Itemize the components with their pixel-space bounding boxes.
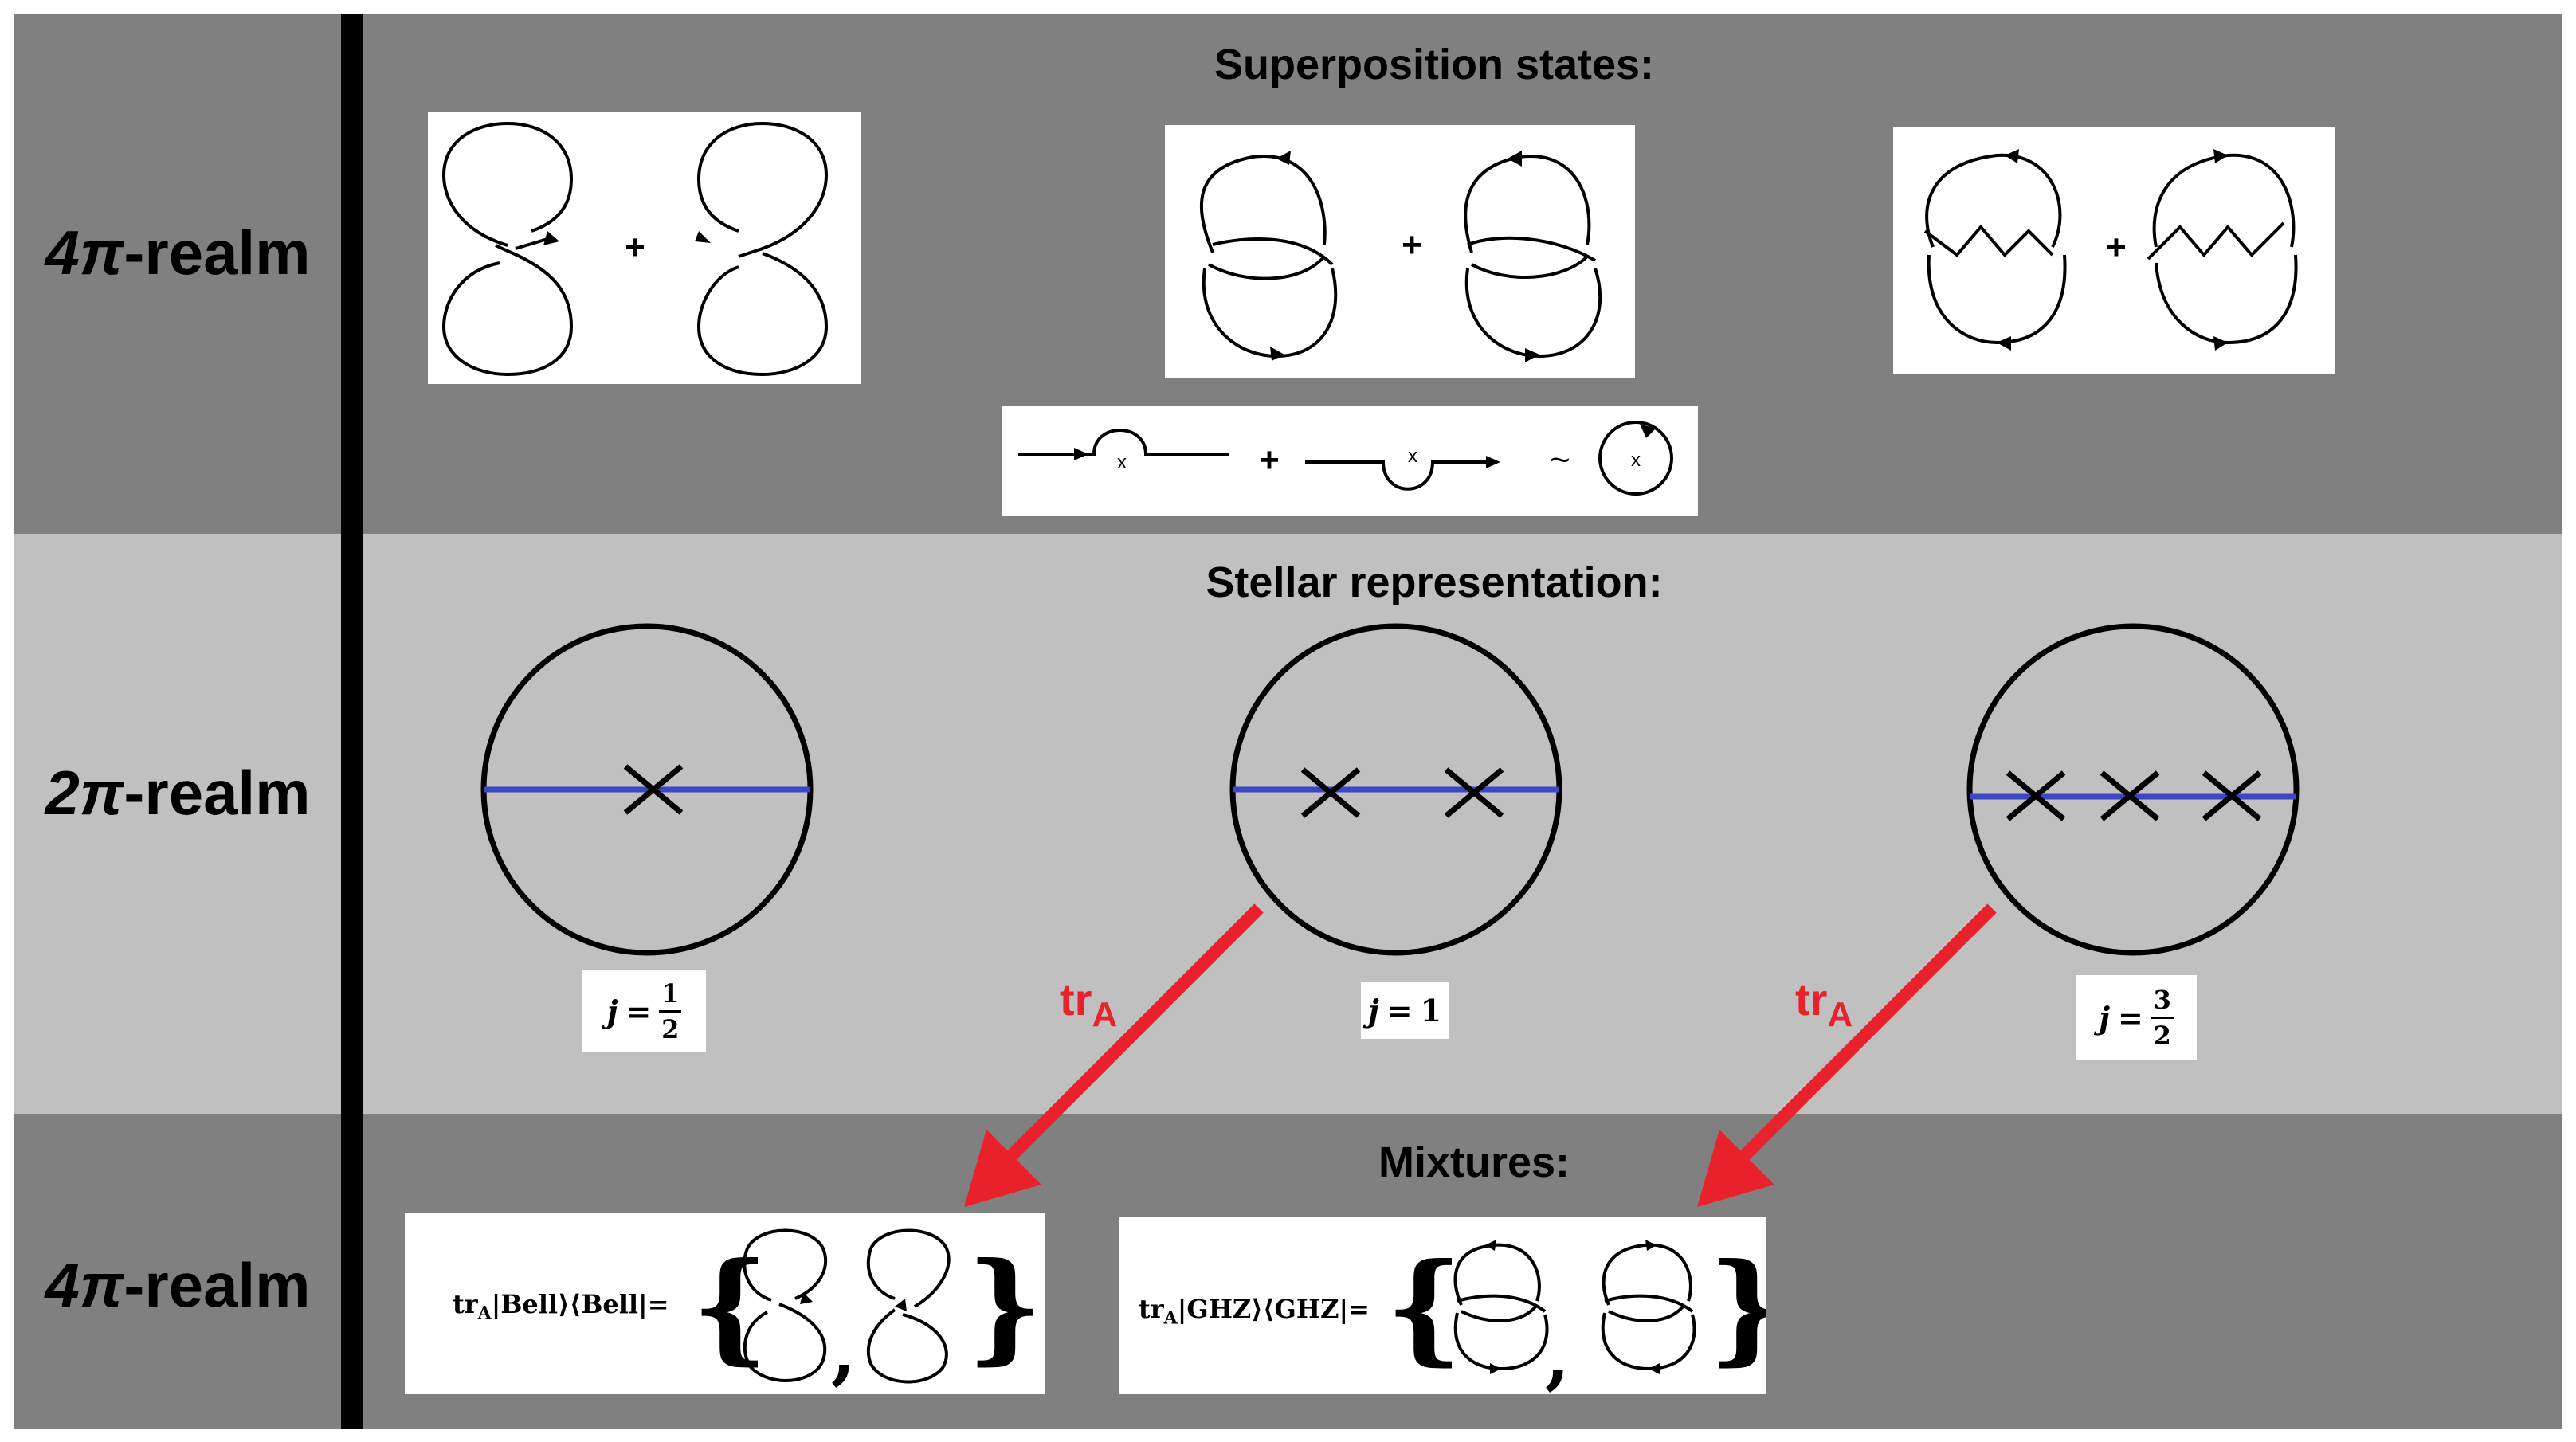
plus-sign: + xyxy=(2106,228,2127,267)
mixtures-title: Mixtures: xyxy=(1378,1138,1570,1186)
trace-arrow-shaft xyxy=(1734,903,1997,1166)
realm-label-middle: 2π-realm xyxy=(45,758,311,828)
realm-label-top: 4π-realm xyxy=(45,217,311,288)
approx-sign: ~ xyxy=(1550,441,1570,480)
stellar-title: Stellar representation: xyxy=(1206,558,1663,606)
x-mark: x xyxy=(1408,445,1417,467)
bell-mixture-panel: trA|Bell⟩⟨Bell|= { , } xyxy=(405,1213,1045,1394)
majorana-star xyxy=(2202,770,2262,821)
twist-knot-diagram: + xyxy=(441,121,829,377)
arc-relation-diagram: x x x + ~ xyxy=(1018,421,1673,496)
hopf-link-diagram: + xyxy=(1200,151,1602,362)
trace-arrow-head xyxy=(964,1130,1041,1207)
arc-relation-panel: x x x + ~ xyxy=(1002,406,1698,516)
trace-label-right: trA xyxy=(1795,974,1853,1034)
trace-arrow-shaft xyxy=(1001,903,1264,1166)
superposition-title: Superposition states: xyxy=(1214,41,1655,88)
twist-knot-panel: + xyxy=(428,112,861,384)
majorana-star xyxy=(623,764,684,815)
open-brace: { xyxy=(1386,1237,1462,1377)
comma: , xyxy=(1545,1314,1570,1394)
trace-arrow-head xyxy=(1697,1130,1774,1207)
trace-label-left: trA xyxy=(1060,974,1118,1034)
ghz-mixture-expression: trA|GHZ⟩⟨GHZ|= xyxy=(1139,1294,1370,1329)
majorana-star xyxy=(2100,770,2160,821)
close-brace: } xyxy=(1708,1237,1766,1377)
x-mark: x xyxy=(1117,452,1127,473)
spin-label-one: j= 1 xyxy=(1361,982,1449,1039)
trefoil-diagram: + xyxy=(1923,149,2298,351)
ghz-mixture-panel: trA|GHZ⟩⟨GHZ|= { , } xyxy=(1119,1217,1766,1394)
vertical-divider xyxy=(341,14,363,1429)
bell-mixture-set: { , } xyxy=(692,1228,1043,1393)
majorana-star xyxy=(1444,767,1504,818)
comma: , xyxy=(831,1309,856,1393)
majorana-star xyxy=(1300,767,1361,818)
trefoil-panel: + xyxy=(1893,127,2335,374)
plus-sign: + xyxy=(625,228,645,267)
realm-label-bottom: 4π-realm xyxy=(45,1250,311,1320)
open-brace: { xyxy=(692,1236,768,1377)
sphere-j-three-halves xyxy=(1966,623,2300,956)
plus-sign: + xyxy=(1259,441,1280,480)
hopf-link-panel: + xyxy=(1165,125,1635,378)
close-brace: } xyxy=(966,1236,1043,1377)
x-mark: x xyxy=(1631,449,1641,471)
ghz-mixture-set: { , } xyxy=(1386,1237,1766,1394)
plus-sign: + xyxy=(1402,225,1422,264)
bell-mixture-expression: trA|Bell⟩⟨Bell|= xyxy=(453,1289,669,1324)
majorana-star xyxy=(2006,770,2066,821)
